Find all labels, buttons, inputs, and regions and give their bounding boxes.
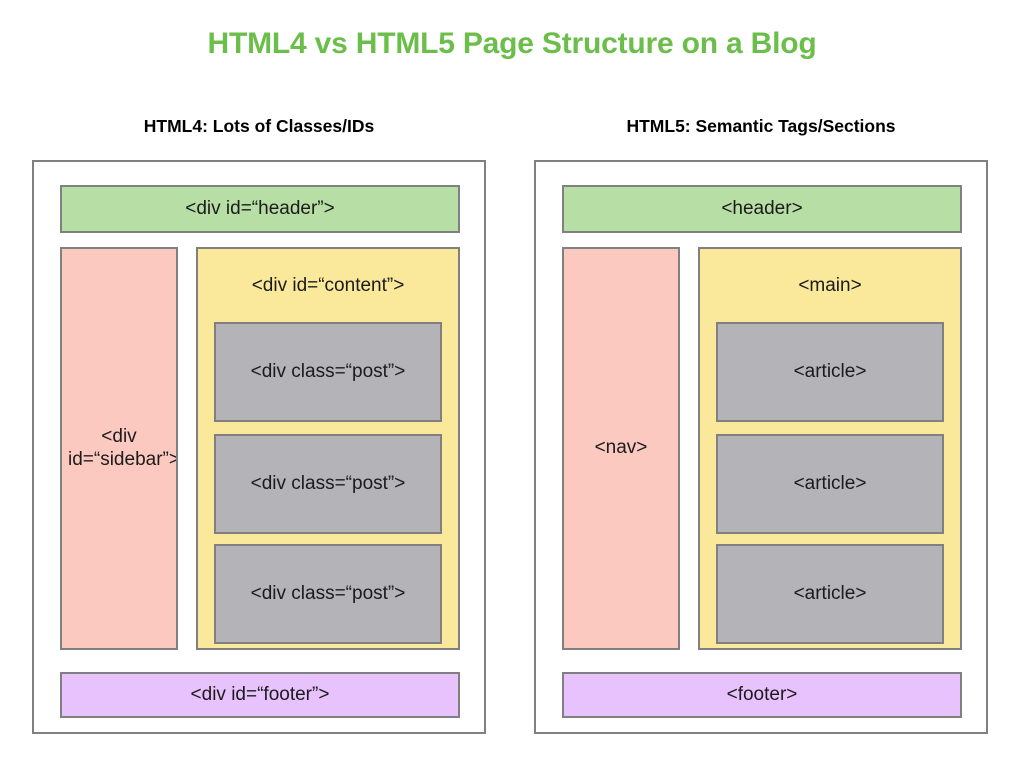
block-sidebar-label-html4: <div id=“sidebar”> [68, 426, 178, 470]
block-article-html5: <article> [716, 434, 944, 534]
diagram-panel-html4: <div id=“header”> <div id=“sidebar”> <di… [32, 160, 486, 734]
block-header-html5: <header> [562, 185, 962, 233]
block-post-html4: <div class=“post”> [214, 544, 442, 644]
page-title: HTML4 vs HTML5 Page Structure on a Blog [207, 27, 817, 60]
block-sidebar-html4: <div id=“sidebar”> [60, 247, 178, 650]
column-subtitle-html5: HTML5: Semantic Tags/Sections [626, 116, 896, 136]
block-nav-html5: <nav> [562, 247, 680, 650]
diagram-panel-html5: <header> <nav> <main> <article> <article… [534, 160, 988, 734]
block-nav-label-html5: <nav> [594, 437, 648, 459]
block-article-html5: <article> [716, 322, 944, 422]
column-subtitle-html4: HTML4: Lots of Classes/IDs [143, 116, 375, 136]
block-header-html4: <div id=“header”> [60, 185, 460, 233]
block-article-html5: <article> [716, 544, 944, 644]
block-post-html4: <div class=“post”> [214, 434, 442, 534]
block-footer-html5: <footer> [562, 672, 962, 718]
block-post-html4: <div class=“post”> [214, 322, 442, 422]
block-footer-html4: <div id=“footer”> [60, 672, 460, 718]
